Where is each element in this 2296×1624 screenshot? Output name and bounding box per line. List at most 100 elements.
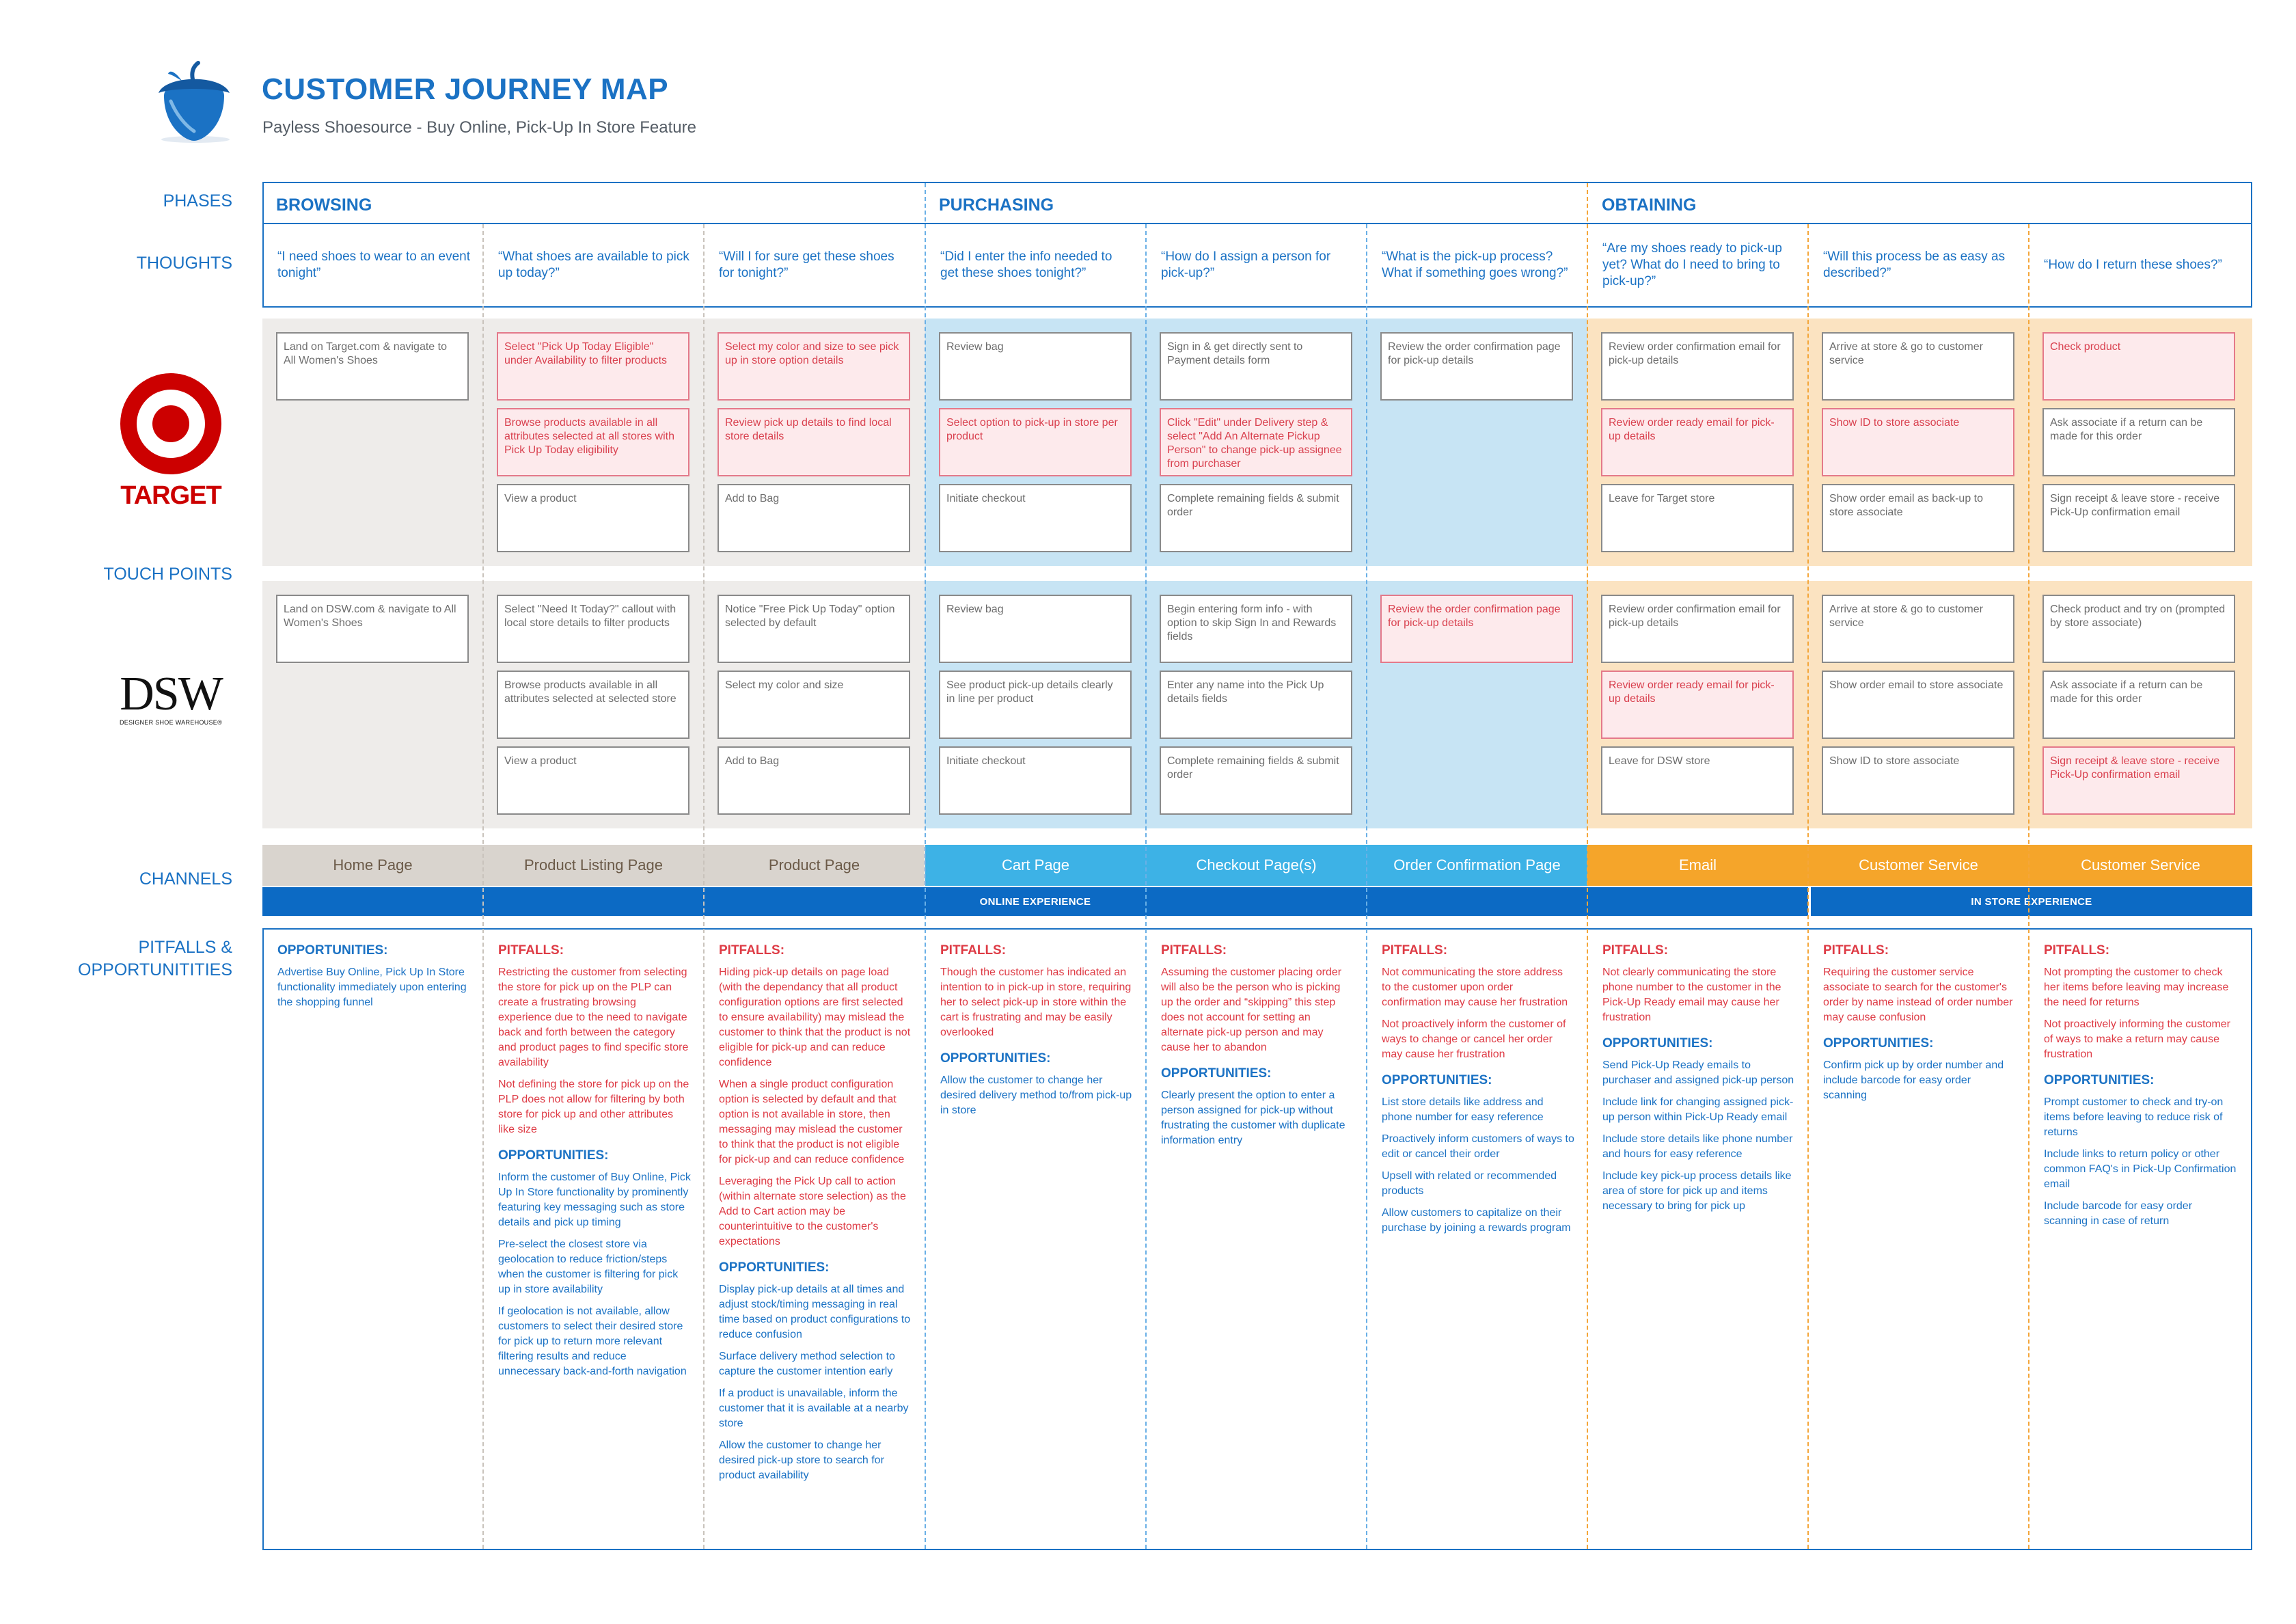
opportunities-heading: OPPORTUNITIES: <box>719 1260 830 1275</box>
dsw-touchpoint-card: Review order confirmation email for pick… <box>1601 595 1794 663</box>
target-touchpoint-card: Select option to pick-up in store per pr… <box>939 408 1132 476</box>
pitfall-item: Though the customer has indicated an int… <box>940 966 1132 1038</box>
dsw-touchpoint-card: Browse products available in all attribu… <box>497 671 689 739</box>
dsw-touchpoint-card: Arrive at store & go to customer service <box>1822 595 2014 663</box>
target-touchpoint-card: Show ID to store associate <box>1822 408 2014 476</box>
opportunities-section: OPPORTUNITIES:Clearly present the option… <box>1161 1066 1354 1148</box>
pitfall-item: Not clearly communicating the store phon… <box>1602 966 1781 1023</box>
dsw-touchpoint-card: Add to Bag <box>718 746 910 815</box>
opportunity-item: Allow the customer to change her desired… <box>940 1074 1132 1116</box>
target-touchpoint-card: Review bag <box>939 332 1132 401</box>
opportunities-heading: OPPORTUNITIES: <box>1382 1073 1492 1087</box>
dsw-touchpoint-card: Review bag <box>939 595 1132 663</box>
opportunities-heading: OPPORTUNITIES: <box>2044 1073 2155 1087</box>
opportunity-item: Upsell with related or recommended produ… <box>1382 1170 1557 1197</box>
target-touchpoint-card: Review order confirmation email for pick… <box>1601 332 1794 401</box>
channel-9: Customer Service <box>2029 845 2252 886</box>
opportunity-item: List store details like address and phon… <box>1382 1096 1544 1123</box>
row-label-thoughts: THOUGHTS <box>136 254 232 273</box>
dsw-touchpoint-card: See product pick-up details clearly in l… <box>939 671 1132 739</box>
thought-5: “How do I assign a person for pick-up?” <box>1161 249 1331 280</box>
row-label-channels: CHANNELS <box>139 869 232 889</box>
dsw-touchpoint-card: Show order email to store associate <box>1822 671 2014 739</box>
dsw-touchpoint-card: Leave for DSW store <box>1601 746 1794 815</box>
pitfall-item: Leveraging the Pick Up call to action (w… <box>719 1176 906 1247</box>
acorn-logo-icon <box>159 61 230 143</box>
column-divider <box>482 224 484 1549</box>
opportunities-section: OPPORTUNITIES: Prompt customer to check a… <box>2044 1073 2237 1229</box>
pitfalls-column-5: PITFALLS:Assuming the customer placing o… <box>1161 943 1354 1155</box>
pitfalls-section: PITFALLS:Not clearly communicating the s… <box>1602 943 1795 1025</box>
dsw-touchpoint-card: Ask associate if a return can be made fo… <box>2042 671 2235 739</box>
target-touchpoint-card: Select my color and size to see pick up … <box>718 332 910 401</box>
pitfalls-column-3: PITFALLS:Hiding pick-up details on page … <box>719 943 912 1490</box>
column-divider <box>703 224 705 1549</box>
pitfalls-section: PITFALLS:Assuming the customer placing o… <box>1161 943 1354 1055</box>
dsw-touchpoint-card: Review order ready email for pick-up det… <box>1601 671 1794 739</box>
target-touchpoint-card: Complete remaining fields & submit order <box>1160 484 1352 552</box>
thoughts-row: “I need shoes to wear to an event tonigh… <box>262 223 2252 308</box>
dsw-touchpoint-card: Notice "Free Pick Up Today" option selec… <box>718 595 910 663</box>
dsw-tagline: DESIGNER SHOE WAREHOUSE® <box>119 719 223 726</box>
pitfalls-heading: PITFALLS: <box>498 943 564 958</box>
target-touchpoint-card: Sign in & get directly sent to Payment d… <box>1160 332 1352 401</box>
dsw-wordmark: DSW <box>120 668 223 720</box>
dsw-touchpoint-card: Enter any name into the Pick Up details … <box>1160 671 1352 739</box>
page-title: CUSTOMER JOURNEY MAP <box>262 72 669 106</box>
pitfall-item: Assuming the customer placing order will… <box>1161 966 1342 1053</box>
pitfalls-section: PITFALLS:Requiring the customer service … <box>1823 943 2016 1025</box>
opportunity-item: Inform the customer of Buy Online, Pick … <box>498 1172 691 1228</box>
phase-obtaining: OBTAINING <box>1602 195 1697 215</box>
opportunity-item: Prompt customer to check and try-on item… <box>2044 1096 2224 1138</box>
target-touchpoint-card: Select "Pick Up Today Eligible" under Av… <box>497 332 689 401</box>
pitfalls-heading: PITFALLS: <box>1823 943 1889 958</box>
channel-4: Cart Page <box>925 845 1146 886</box>
pitfalls-section: PITFALLS:Restricting the customer from s… <box>498 943 691 1137</box>
channel-3: Product Page <box>704 845 925 886</box>
dsw-touchpoint-card: Select "Need It Today?" callout with loc… <box>497 595 689 663</box>
target-touchpoint-card: Initiate checkout <box>939 484 1132 552</box>
pitfall-item: Not communicating the store address to t… <box>1382 966 1568 1008</box>
target-touchpoint-card: Add to Bag <box>718 484 910 552</box>
page-subtitle: Payless Shoesource - Buy Online, Pick-Up… <box>262 118 696 137</box>
target-touchpoint-card: Land on Target.com & navigate to All Wom… <box>276 332 469 401</box>
thought-6: “What is the pick-up process? What if so… <box>1382 249 1568 280</box>
opportunities-heading: OPPORTUNITIES: <box>498 1148 609 1163</box>
pitfalls-heading: PITFALLS: <box>940 943 1007 958</box>
target-touchpoint-card: Leave for Target store <box>1601 484 1794 552</box>
target-touchpoint-card: Arrive at store & go to customer service <box>1822 332 2014 401</box>
column-divider <box>1807 224 1809 1549</box>
opportunities-section: OPPORTUNITIES:Send Pick-Up Ready emails … <box>1602 1036 1795 1214</box>
pitfalls-column-7: PITFALLS:Not clearly communicating the s… <box>1602 943 1795 1221</box>
target-touchpoint-card: Review order ready email for pick-up det… <box>1601 408 1794 476</box>
opportunity-item: Pre-select the closest store via geoloca… <box>498 1239 679 1295</box>
opportunity-item: Advertise Buy Online, Pick Up In Store f… <box>277 966 467 1008</box>
opportunity-item: Proactively inform customers of ways to … <box>1382 1133 1574 1160</box>
column-divider <box>1366 224 1367 1549</box>
opportunity-item: Confirm pick up by order number and incl… <box>1823 1059 2004 1101</box>
pitfalls-heading: PITFALLS: <box>1382 943 1448 958</box>
pitfall-item: Not proactively informing the customer o… <box>2044 1018 2230 1060</box>
pitfall-item: When a single product configuration opti… <box>719 1079 905 1165</box>
row-label-phases: PHASES <box>163 191 232 211</box>
opportunity-item: Include link for changing assigned pick-… <box>1602 1096 1794 1123</box>
pitfalls-section: PITFALLS:Not prompting the customer to c… <box>2044 943 2237 1062</box>
channel-7: Email <box>1587 845 1808 886</box>
target-touchpoint-card: Sign receipt & leave store - receive Pic… <box>2042 484 2235 552</box>
dsw-logo: DSW DESIGNER SHOE WAREHOUSE® <box>109 670 232 731</box>
pitfall-item: Not proactively inform the customer of w… <box>1382 1018 1566 1060</box>
dsw-touchpoint-card: View a product <box>497 746 689 815</box>
dsw-touchpoint-card: Review the order confirmation page for p… <box>1380 595 1573 663</box>
thought-9: “How do I return these shoes?” <box>2044 258 2222 272</box>
phases-row: BROWSING PURCHASING OBTAINING <box>262 182 2252 224</box>
pitfalls-heading: PITFALLS: <box>2044 943 2110 958</box>
target-wordmark: TARGET <box>120 481 221 510</box>
target-touchpoint-card: Check product <box>2042 332 2235 401</box>
dsw-touchpoint-card: Show ID to store associate <box>1822 746 2014 815</box>
opportunities-section: OPPORTUNITIES:Advertise Buy Online, Pick… <box>277 943 470 1010</box>
dsw-touchpoint-card: Initiate checkout <box>939 746 1132 815</box>
column-divider <box>925 183 926 1549</box>
opportunities-section: OPPORTUNITIES: List store details like ad… <box>1382 1073 1574 1236</box>
target-touchpoint-card: Review the order confirmation page for p… <box>1380 332 1573 401</box>
target-touchpoint-card: Review pick up details to find local sto… <box>718 408 910 476</box>
